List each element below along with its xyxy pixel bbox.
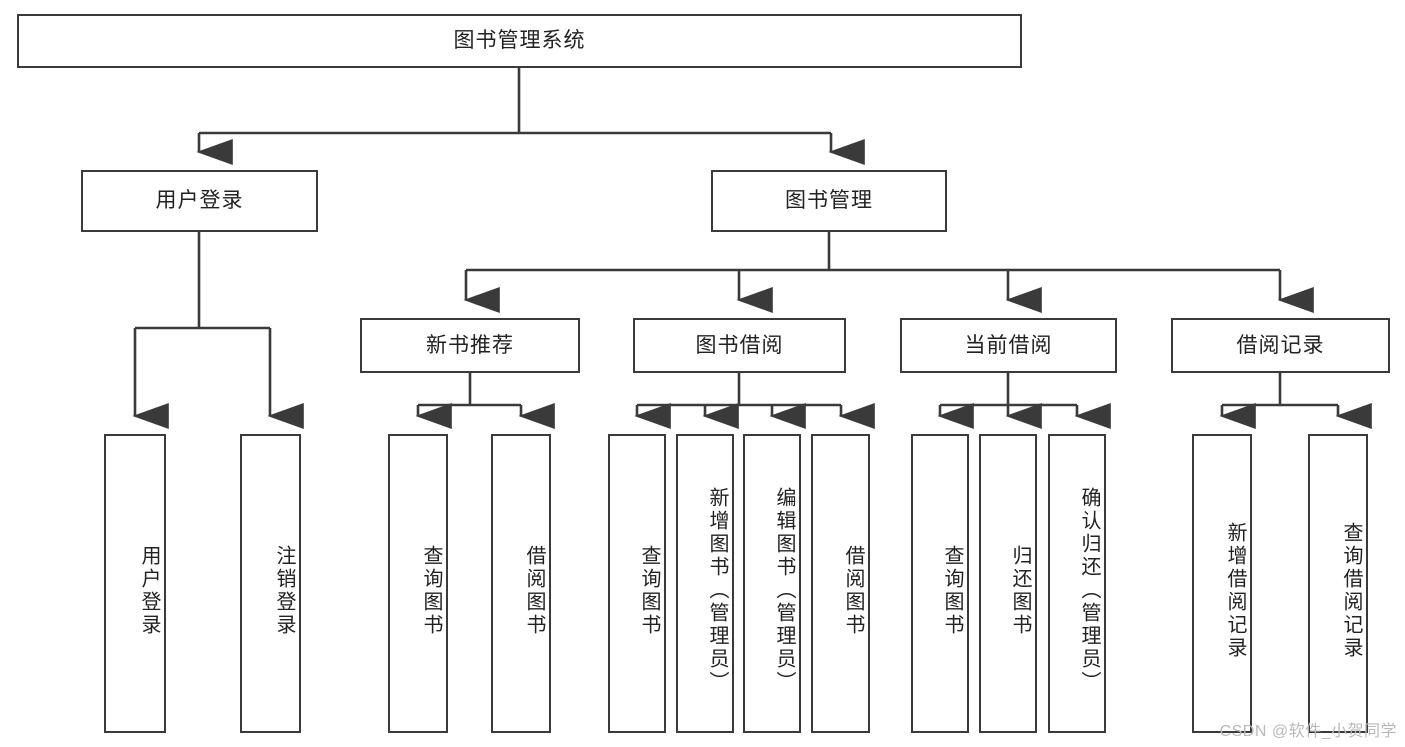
leaf-borrow-query-book-label: 查询图书 [638,544,660,637]
leaf-record-add[interactable]: 新增借阅记录 [1192,434,1252,733]
leaf-recommend-query-book-label: 查询图书 [420,544,442,637]
node-book-borrow-label: 图书借阅 [695,333,784,357]
node-root-label: 图书管理系统 [453,29,586,53]
leaf-recommend-borrow-book-label: 借阅图书 [523,544,545,637]
leaf-current-query-book-label: 查询图书 [941,544,963,637]
edges-current-borrow-to-leaves [937,373,1111,429]
leaf-recommend-borrow-book[interactable]: 借阅图书 [491,434,551,733]
node-root[interactable]: 图书管理系统 [17,14,1022,68]
leaf-recommend-query-book[interactable]: 查询图书 [388,434,448,733]
node-borrow-record-label: 借阅记录 [1236,333,1325,357]
node-book-management-label: 图书管理 [785,189,873,213]
watermark: CSDN @软件_小贺同学 [1219,723,1397,740]
leaf-current-confirm-return[interactable]: 确认归还（管理员） [1048,434,1106,733]
leaf-logout-label: 注销登录 [273,544,295,637]
leaf-current-return-book-label: 归还图书 [1009,544,1031,637]
edges-borrow-record-to-leaves [1219,373,1372,429]
leaf-current-return-book[interactable]: 归还图书 [979,434,1037,733]
leaf-borrow-add-book-label: 新增图书（管理员） [706,487,728,694]
node-new-book-recommend[interactable]: 新书推荐 [360,318,580,373]
leaf-borrow-query-book[interactable]: 查询图书 [608,434,666,733]
edges-new-book-to-leaves [415,373,555,429]
leaf-borrow-borrow-book[interactable]: 借阅图书 [811,434,870,733]
node-borrow-record[interactable]: 借阅记录 [1171,318,1390,373]
leaf-user-login[interactable]: 用户登录 [104,434,166,733]
edges-book-borrow-to-leaves [634,373,875,429]
node-book-borrow[interactable]: 图书借阅 [633,318,846,373]
node-user-login-label: 用户登录 [155,189,244,213]
leaf-borrow-add-book[interactable]: 新增图书（管理员） [676,434,734,733]
leaf-current-confirm-return-label: 确认归还（管理员） [1078,487,1100,694]
leaf-user-login-label: 用户登录 [138,544,160,637]
leaf-record-query-label: 查询借阅记录 [1340,521,1362,660]
leaf-borrow-edit-book-label: 编辑图书（管理员） [773,487,795,694]
node-user-login[interactable]: 用户登录 [81,170,318,232]
edges-book-mgmt-to-level3 [463,232,1314,313]
leaf-record-add-label: 新增借阅记录 [1224,521,1246,660]
edges-user-login-to-leaves [132,232,304,429]
node-current-borrow[interactable]: 当前借阅 [900,318,1117,373]
node-current-borrow-label: 当前借阅 [964,333,1053,357]
leaf-record-query[interactable]: 查询借阅记录 [1308,434,1368,733]
leaf-logout[interactable]: 注销登录 [240,434,301,733]
leaf-borrow-edit-book[interactable]: 编辑图书（管理员） [743,434,801,733]
node-new-book-recommend-label: 新书推荐 [426,333,514,357]
edges-root-to-level2 [196,68,865,165]
node-book-management[interactable]: 图书管理 [711,170,947,232]
leaf-borrow-borrow-book-label: 借阅图书 [842,544,864,637]
leaf-current-query-book[interactable]: 查询图书 [911,434,969,733]
